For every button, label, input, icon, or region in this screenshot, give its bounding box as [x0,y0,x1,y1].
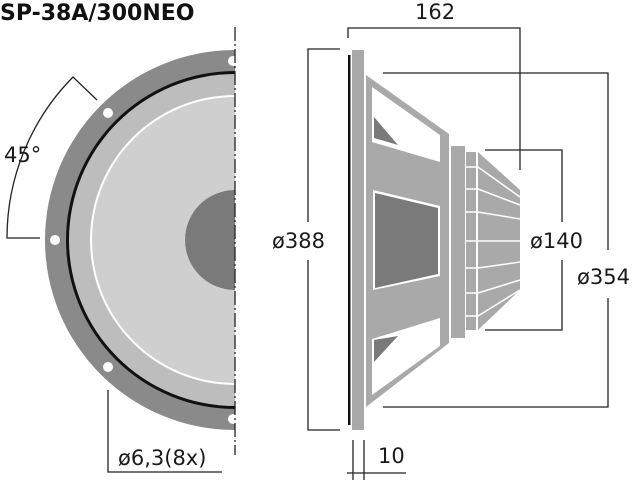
dust-cap [185,190,235,290]
flange-label: 10 [378,444,405,468]
frame-diameter-label: ø388 [272,229,325,253]
hole-label: ø6,3(8x) [118,446,206,470]
magnet-diameter-label: ø140 [530,229,583,253]
basket-window [375,193,438,288]
depth-label: 162 [415,0,455,24]
magnet-diameter-dimension [485,149,563,331]
basket-diameter-dimension [383,72,609,408]
gasket [348,55,351,425]
magnet-plate [451,146,465,338]
side-view: ø388 162 ø354 ø140 10 [272,0,630,480]
front-view: 45° ø6,3(8x) [4,27,238,473]
frame-diameter-dimension [307,48,340,431]
mounting-holes [50,56,238,424]
angle-label: 45° [4,143,41,167]
frame-flange [352,50,364,430]
basket-diameter-label: ø354 [577,265,630,289]
depth-dimension [347,27,521,170]
cone [92,97,235,383]
hole-dimension [107,390,222,473]
flange-dimension [347,440,406,480]
angle-dimension [6,76,98,239]
model-title: SP-38A/300NEO [0,1,194,26]
